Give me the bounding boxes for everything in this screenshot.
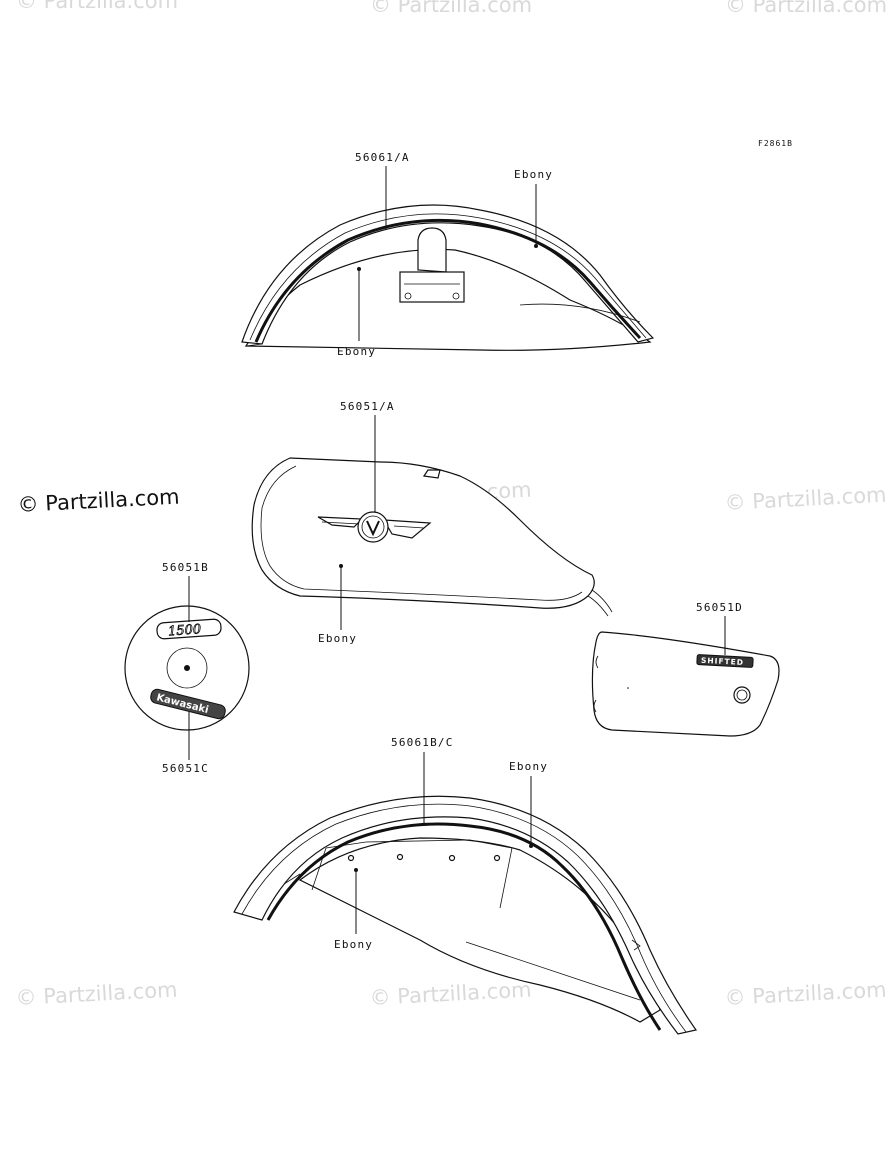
point-front-fender-color-bottom [357, 267, 361, 271]
watermark-top-right: © Partzilla.com [725, 0, 887, 17]
callout-emblem-1500[interactable]: 56051B [162, 561, 209, 574]
point-front-fender-color-top [534, 244, 538, 248]
callout-front-fender-color-bottom[interactable]: Ebony [337, 345, 376, 358]
callout-front-fender-color-top[interactable]: Ebony [514, 168, 553, 181]
watermark-bottom-left: © Partzilla.com [15, 978, 178, 1010]
front-fender[interactable] [241, 204, 655, 351]
watermark-bottom-center: © Partzilla.com [369, 978, 532, 1010]
side-cover[interactable]: SHIFTED [591, 631, 780, 737]
callout-front-fender-stripe[interactable]: 56061/A [355, 151, 410, 164]
copyright-text: © Partzilla.com [17, 485, 180, 517]
rear-fender[interactable] [233, 795, 698, 1035]
callout-emblem-kawasaki[interactable]: 56051C [162, 762, 209, 775]
watermark-bottom-right: © Partzilla.com [724, 978, 887, 1010]
watermark-top-center: © Partzilla.com [370, 0, 532, 17]
callout-side-cover[interactable]: 56051D [696, 601, 743, 614]
point-rear-fender-color-top [529, 844, 533, 848]
air-cleaner-cover[interactable]: 1500 Kawasaki [124, 605, 250, 731]
watermark-top-left: © Partzilla.com [16, 0, 178, 13]
callout-rear-fender-stripe[interactable]: 56061B/C [391, 736, 454, 749]
callout-rear-fender-color-top[interactable]: Ebony [509, 760, 548, 773]
fuel-tank[interactable] [251, 457, 613, 617]
callout-tank-color[interactable]: Ebony [318, 632, 357, 645]
callout-tank-emblem[interactable]: 56051/A [340, 400, 395, 413]
point-rear-fender-color-bottom [354, 868, 358, 872]
callout-rear-fender-color-bottom[interactable]: Ebony [334, 938, 373, 951]
watermark-middle-right: © Partzilla.com [724, 483, 887, 515]
side-cover-badge-text: SHIFTED [701, 656, 744, 667]
point-tank-color [339, 564, 343, 568]
emblem-number-text: 1500 [168, 622, 202, 639]
figure-code: F2861B [758, 139, 793, 148]
